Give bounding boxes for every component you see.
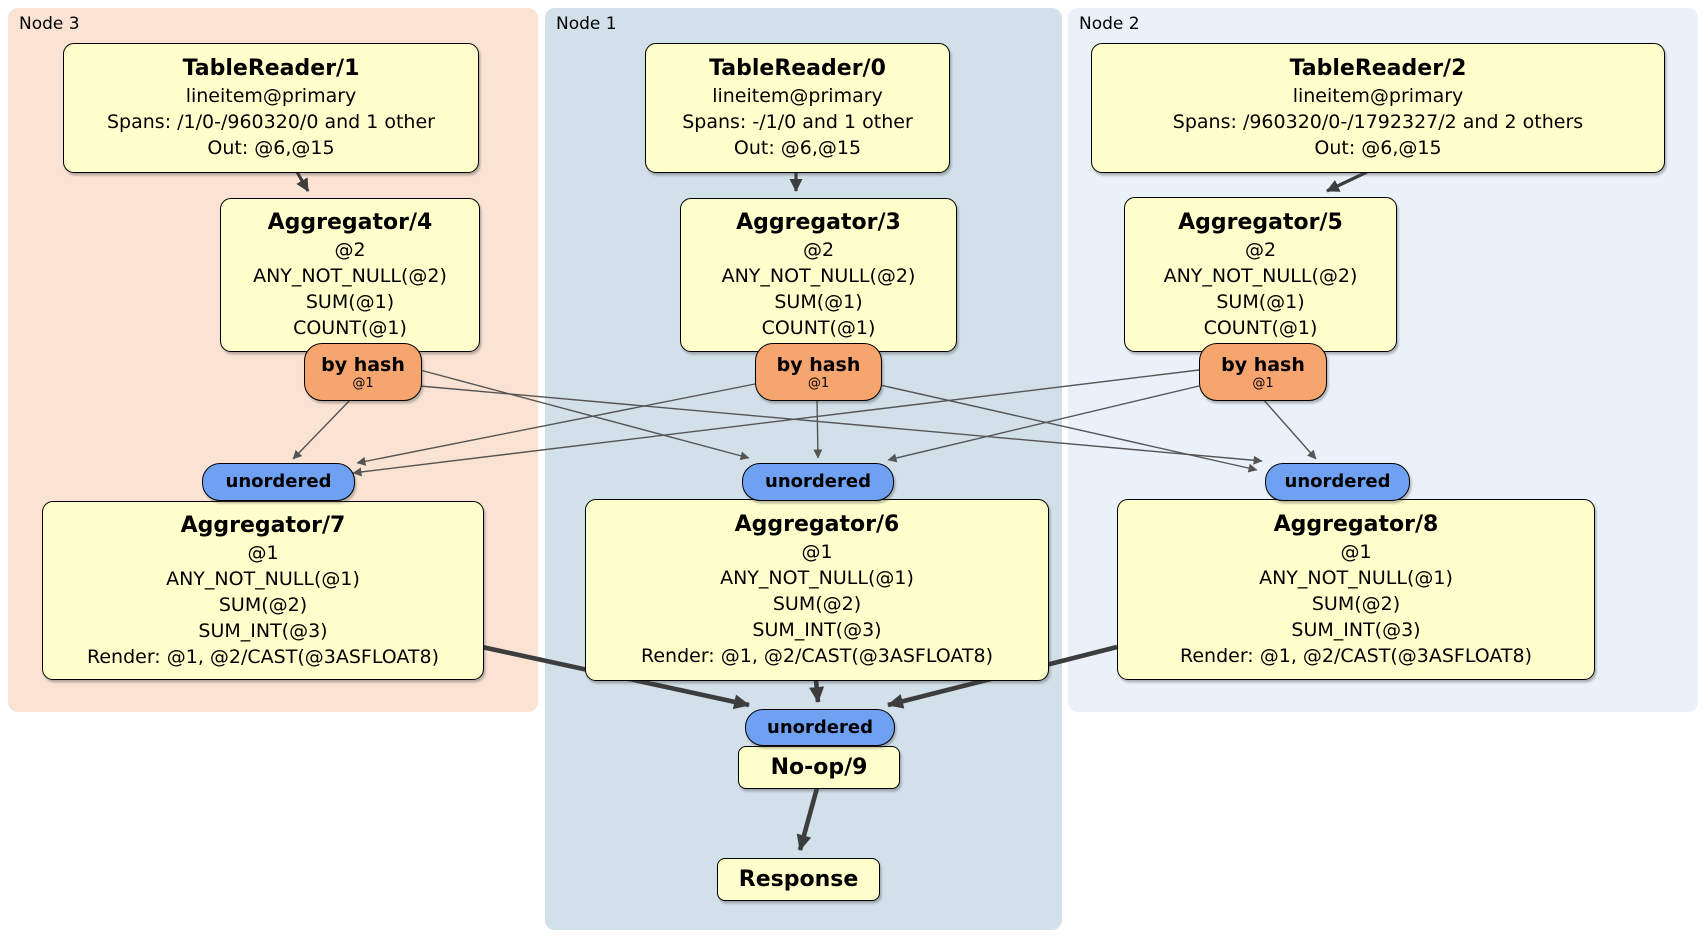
- processor-detail: SUM(@2): [772, 593, 862, 615]
- processor-detail: @2: [802, 239, 835, 261]
- processor-aggregator-4: Aggregator/4 @2 ANY_NOT_NULL(@2) SUM(@1)…: [220, 198, 480, 352]
- edge-hash3-sync2: [419, 385, 1263, 465]
- processor-detail: ANY_NOT_NULL(@2): [1163, 264, 1358, 287]
- processor-detail: Spans: -/1/0 and 1 other: [682, 111, 913, 133]
- processor-response: Response: [717, 858, 880, 901]
- sync-label: unordered: [1284, 471, 1391, 492]
- edge-hash2-sync1: [887, 385, 1200, 463]
- processor-aggregator-8: Aggregator/8 @1 ANY_NOT_NULL(@1) SUM(@2)…: [1117, 499, 1595, 680]
- processor-title: No-op/9: [770, 754, 868, 780]
- router-detail: @1: [352, 375, 374, 391]
- processor-detail: SUM_INT(@3): [752, 619, 882, 641]
- sync-unordered-node2: unordered: [1265, 463, 1410, 501]
- sync-unordered-node1: unordered: [742, 463, 894, 501]
- processor-aggregator-7: Aggregator/7 @1 ANY_NOT_NULL(@1) SUM(@2)…: [42, 501, 484, 680]
- processor-detail: SUM(@2): [1311, 592, 1401, 615]
- processor-detail: Out: @6,@15: [1314, 137, 1442, 159]
- node-panel-2-label: Node 2: [1079, 14, 1140, 34]
- router-by-hash-node3: by hash @1: [304, 343, 422, 401]
- processor-detail: COUNT(@1): [1203, 316, 1318, 339]
- sync-unordered-final: unordered: [745, 709, 895, 746]
- processor-detail: SUM(@1): [305, 291, 395, 313]
- edge-hash1-sync3: [356, 383, 756, 466]
- edge-noop-response: [796, 787, 820, 851]
- edge-hash2-sync2: [1261, 397, 1317, 460]
- router-detail: @1: [807, 375, 830, 391]
- processor-title: Aggregator/5: [1178, 209, 1343, 235]
- processor-detail: Out: @6,@15: [207, 137, 335, 159]
- processor-detail: ANY_NOT_NULL(@1): [166, 567, 360, 590]
- processor-detail: Spans: /1/0-/960320/0 and 1 other: [107, 111, 435, 133]
- edge-tr1-agg4: [295, 171, 310, 192]
- processor-detail: @1: [801, 541, 833, 563]
- processor-aggregator-6: Aggregator/6 @1 ANY_NOT_NULL(@1) SUM(@2)…: [585, 499, 1049, 681]
- sync-unordered-node3: unordered: [202, 463, 355, 501]
- processor-title: TableReader/1: [182, 56, 360, 81]
- processor-detail: Out: @6,@15: [733, 137, 862, 159]
- processor-title: TableReader/0: [709, 56, 886, 81]
- edge-hash1-sync1: [813, 397, 823, 459]
- processor-title: Aggregator/4: [267, 210, 433, 235]
- processor-detail: @1: [247, 541, 279, 564]
- processor-detail: COUNT(@1): [293, 317, 407, 339]
- edge-tr2-agg5: [1326, 170, 1368, 193]
- processor-tablereader-2: TableReader/2 lineitem@primary Spans: /9…: [1091, 43, 1665, 173]
- edge-hash1-sync2: [879, 384, 1258, 473]
- node-panel-1-label: Node 1: [556, 14, 617, 34]
- processor-aggregator-5: Aggregator/5 @2 ANY_NOT_NULL(@2) SUM(@1)…: [1124, 197, 1397, 352]
- edge-hash3-sync1: [419, 369, 750, 461]
- processor-title: TableReader/2: [1289, 56, 1467, 81]
- sync-label: unordered: [225, 471, 332, 492]
- processor-detail: @1: [1340, 540, 1372, 563]
- processor-noop-9: No-op/9: [738, 746, 900, 789]
- processor-aggregator-3: Aggregator/3 @2 ANY_NOT_NULL(@2) SUM(@1)…: [680, 198, 957, 352]
- processor-detail: SUM_INT(@3): [198, 619, 328, 642]
- processor-title: Aggregator/7: [180, 512, 346, 538]
- router-label: by hash: [321, 353, 405, 376]
- processor-detail: Spans: /960320/0-/1792327/2 and 2 others: [1172, 111, 1584, 133]
- processor-detail: ANY_NOT_NULL(@2): [721, 265, 916, 287]
- processor-detail: SUM(@2): [218, 593, 308, 616]
- router-detail: @1: [1252, 375, 1274, 391]
- processor-detail: SUM(@1): [774, 291, 863, 313]
- router-by-hash-node2: by hash @1: [1199, 343, 1327, 401]
- sync-label: unordered: [765, 471, 871, 492]
- edge-hash2-sync3: [352, 369, 1200, 477]
- edge-agg6-syncfinal: [809, 679, 825, 703]
- processor-detail: lineitem@primary: [185, 85, 357, 107]
- processor-title: Aggregator/6: [734, 512, 900, 537]
- router-by-hash-node1: by hash @1: [755, 343, 882, 401]
- processor-detail: Render: @1, @2/CAST(@3ASFLOAT8): [87, 645, 439, 668]
- sync-label: unordered: [767, 716, 873, 738]
- processor-detail: ANY_NOT_NULL(@1): [1259, 566, 1453, 589]
- processor-detail: @2: [334, 239, 366, 261]
- processor-detail: Render: @1, @2/CAST(@3ASFLOAT8): [641, 645, 993, 667]
- processor-detail: ANY_NOT_NULL(@2): [253, 265, 447, 287]
- processor-title: Aggregator/8: [1273, 511, 1439, 537]
- processor-detail: lineitem@primary: [712, 85, 883, 107]
- processor-title: Aggregator/3: [736, 210, 901, 235]
- node-panel-3-label: Node 3: [19, 14, 80, 34]
- processor-detail: ANY_NOT_NULL(@1): [720, 567, 914, 589]
- processor-detail: COUNT(@1): [761, 317, 876, 339]
- processor-detail: Render: @1, @2/CAST(@3ASFLOAT8): [1180, 644, 1532, 667]
- edge-hash3-sync3: [292, 397, 353, 460]
- router-label: by hash: [1221, 353, 1305, 376]
- router-label: by hash: [776, 353, 861, 376]
- processor-detail: SUM(@1): [1216, 290, 1305, 313]
- processor-tablereader-0: TableReader/0 lineitem@primary Spans: -/…: [645, 43, 950, 173]
- processor-tablereader-1: TableReader/1 lineitem@primary Spans: /1…: [63, 43, 479, 173]
- processor-detail: @2: [1244, 238, 1277, 261]
- processor-detail: lineitem@primary: [1292, 85, 1464, 107]
- processor-title: Response: [738, 866, 859, 892]
- processor-detail: SUM_INT(@3): [1291, 618, 1421, 641]
